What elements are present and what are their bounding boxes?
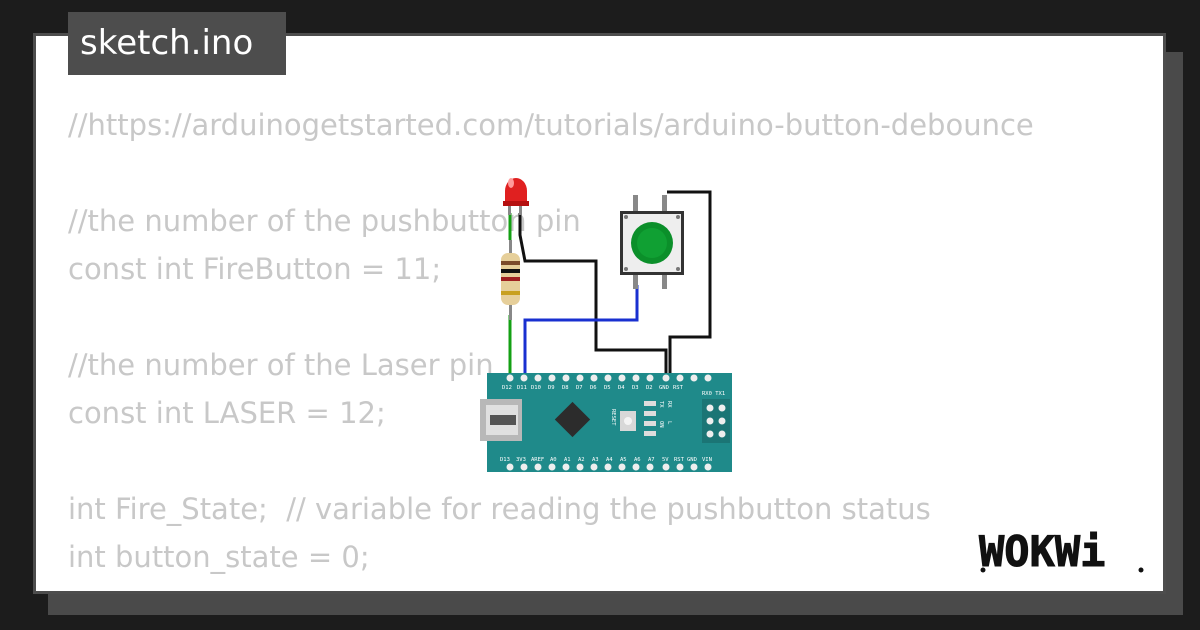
pin-label: A1 <box>564 457 571 463</box>
pin-label: RST <box>674 457 685 463</box>
code-preview: //https://arduinogetstarted.com/tutorial… <box>68 105 1034 585</box>
bottom-pin-row <box>506 463 712 471</box>
pin-label: A5 <box>620 457 627 463</box>
arduino-nano-board[interactable]: D12 D11 D10 D9 D8 D7 D6 D5 D4 D3 D2 GND … <box>480 373 732 472</box>
resistor-component[interactable] <box>501 240 520 320</box>
pin-label: A0 <box>550 457 557 463</box>
pin-label: GND <box>687 457 697 463</box>
code-line: const int LASER = 12; <box>68 396 386 430</box>
code-line: int button_state = 0; <box>68 540 370 574</box>
led-label: TX <box>658 401 664 408</box>
pushbutton-component[interactable] <box>620 195 684 289</box>
code-line: //the number of the pushbutton pin <box>68 204 581 238</box>
pin-label: GND <box>659 385 669 391</box>
top-pin-row <box>506 374 712 382</box>
wire-blue <box>523 285 639 377</box>
pin-label: 5V <box>662 457 669 463</box>
wire-black-button <box>667 190 712 377</box>
pin-label: D10 <box>531 385 541 391</box>
preview-card <box>33 33 1166 594</box>
code-line: int Fire_State; // variable for reading … <box>68 492 931 526</box>
led-component[interactable] <box>503 178 529 215</box>
pin-label: D12 <box>502 385 512 391</box>
pin-label: D6 <box>590 385 597 391</box>
pin-label: A4 <box>606 457 613 463</box>
circuit-diagram: D12 D11 D10 D9 D8 D7 D6 D5 D4 D3 D2 GND … <box>480 178 732 472</box>
pin-label: D13 <box>500 457 510 463</box>
pin-label: D8 <box>562 385 569 391</box>
bottom-pin-labels: D13 3V3 AREF A0 A1 A2 A3 A4 A5 A6 A7 5V … <box>500 457 712 463</box>
mcu-chip <box>554 401 591 438</box>
logo-text: WOKWi <box>979 527 1105 576</box>
pin-label: D3 <box>632 385 639 391</box>
pin-label: A2 <box>578 457 585 463</box>
wokwi-logo: WOKWi <box>979 527 1144 577</box>
led-label: ON <box>658 421 664 428</box>
file-tab[interactable]: sketch.ino <box>68 12 286 75</box>
code-line: const int FireButton = 11; <box>68 252 442 286</box>
pin-label: RST <box>673 385 684 391</box>
pin-label: A6 <box>634 457 641 463</box>
led-label: L <box>666 421 672 425</box>
top-pin-labels: D12 D11 D10 D9 D8 D7 D6 D5 D4 D3 D2 GND … <box>502 385 684 391</box>
reset-label: RESET <box>610 409 616 426</box>
uart-label: RX0 TX1 <box>702 391 725 397</box>
usb-port <box>480 399 522 441</box>
pin-label: D2 <box>646 385 653 391</box>
pin-label: D5 <box>604 385 611 391</box>
pin-label: D7 <box>576 385 583 391</box>
led-label: RX <box>666 401 672 408</box>
pin-label: A7 <box>648 457 655 463</box>
code-line: //the number of the Laser pin <box>68 348 494 382</box>
pin-label: D11 <box>517 385 527 391</box>
pin-label: D4 <box>618 385 625 391</box>
code-line: //https://arduinogetstarted.com/tutorial… <box>68 108 1034 142</box>
pin-label: AREF <box>531 457 544 463</box>
wire-black-led <box>518 213 668 377</box>
file-tab-label: sketch.ino <box>80 23 254 63</box>
pin-label: D9 <box>548 385 555 391</box>
pin-label: A3 <box>592 457 599 463</box>
pin-label: VIN <box>702 457 712 463</box>
pin-label: 3V3 <box>516 457 526 463</box>
